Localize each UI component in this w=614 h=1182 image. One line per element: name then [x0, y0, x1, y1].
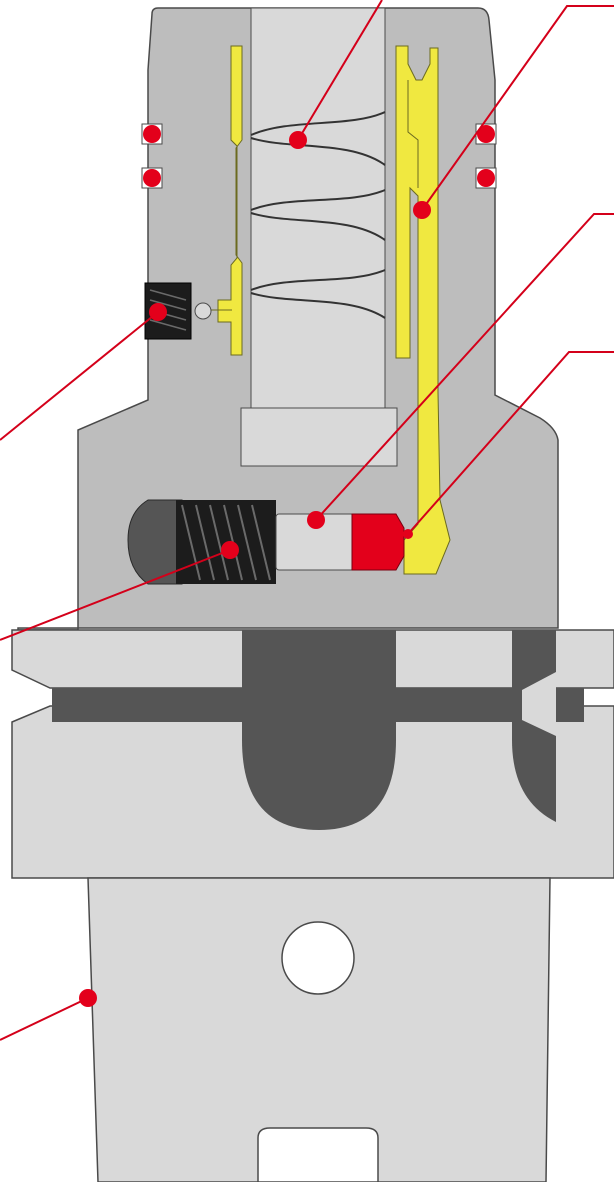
callout-dot-pressure-pin	[307, 511, 325, 529]
check-ball	[194, 302, 212, 320]
leader-sealing-piston	[407, 351, 614, 535]
shank-cross-hole	[281, 921, 355, 995]
actuation-screw-threads	[181, 504, 271, 581]
right-yellow-sleeve	[395, 45, 451, 575]
bore-thread-1	[250, 111, 386, 136]
slot-wedge	[522, 672, 556, 736]
bore-thread-4	[250, 212, 386, 241]
seal-ring-right-2	[477, 169, 495, 187]
right-sleeve-notch	[407, 80, 419, 188]
screw-head	[127, 499, 183, 585]
bore-thread-5	[250, 269, 386, 291]
drive-slot	[242, 630, 396, 830]
bore-thread-3	[250, 189, 386, 211]
bore-thread-6	[250, 292, 386, 319]
shank-end-notch	[257, 1127, 379, 1182]
left-yellow-sleeve	[217, 45, 243, 356]
leader-actuation-screw	[0, 549, 231, 641]
central-bore	[250, 7, 386, 409]
leader-hsk-taper	[0, 997, 89, 1041]
seal-ring-right-1	[477, 125, 495, 143]
bore-thread-2	[250, 137, 386, 166]
leader-clamping-sleeve	[421, 5, 614, 211]
seal-ring-left-1	[143, 125, 161, 143]
leader-coolant-bore	[297, 0, 383, 141]
seal-ring-left-2	[143, 169, 161, 187]
bore-bottom-recess	[240, 407, 398, 467]
callout-dot-clamping-sleeve	[413, 201, 431, 219]
leader-pressure-pin	[315, 213, 614, 521]
callout-dot-coolant-bore	[289, 131, 307, 149]
callout-dot-side-set-screw	[149, 303, 167, 321]
callout-dot-actuation-screw	[221, 541, 239, 559]
callout-dot-hsk-taper	[79, 989, 97, 1007]
leader-side-set-screw	[0, 311, 159, 441]
sealing-piston	[351, 513, 405, 571]
callout-dot-sealing-piston	[403, 529, 413, 539]
taper-shank	[87, 877, 551, 1182]
